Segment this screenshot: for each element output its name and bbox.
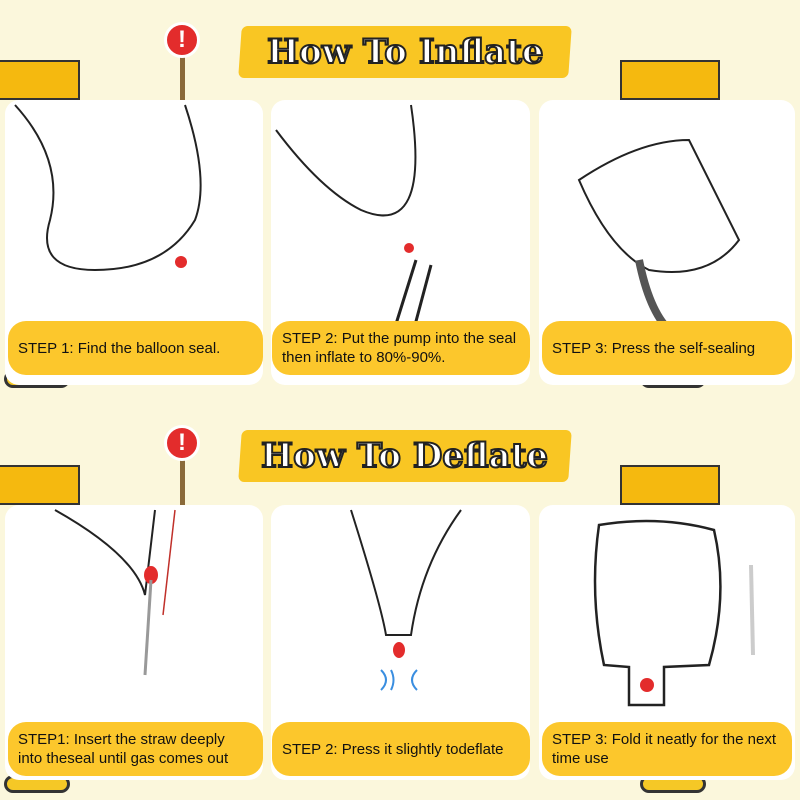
warning-sign-icon: ! [164, 22, 200, 58]
inflate-step-2-label: STEP 2: Put the pump into the seal then … [272, 321, 530, 375]
dump-truck-decoration [620, 60, 720, 100]
balloon-seal-illustration [14, 104, 202, 272]
inflate-title: How To Inflate [266, 31, 545, 73]
inflate-title-banner: How To Inflate [238, 26, 572, 78]
deflate-step-2-label: STEP 2: Press it slightly todeflate [272, 722, 530, 776]
folded-balloon-illustration [593, 519, 755, 707]
press-deflate-illustration [350, 509, 462, 691]
deflate-title-banner: How To Deflate [238, 430, 572, 482]
warning-sign-icon: ! [164, 425, 200, 461]
inflate-step-3-label: STEP 3: Press the self-sealing [542, 321, 792, 375]
straw-insert-illustration [54, 509, 176, 676]
sign-pole [180, 50, 185, 110]
deflate-step-1-label: STEP1: Insert the straw deeply into thes… [8, 722, 263, 776]
dump-truck-decoration [0, 465, 80, 505]
deflate-title: How To Deflate [260, 435, 549, 477]
dump-truck-decoration [620, 465, 720, 505]
dump-truck-decoration [0, 60, 80, 100]
inflate-step-1-label: STEP 1: Find the balloon seal. [8, 321, 263, 375]
deflate-step-3-label: STEP 3: Fold it neatly for the next time… [542, 722, 792, 776]
sign-pole [180, 455, 185, 510]
